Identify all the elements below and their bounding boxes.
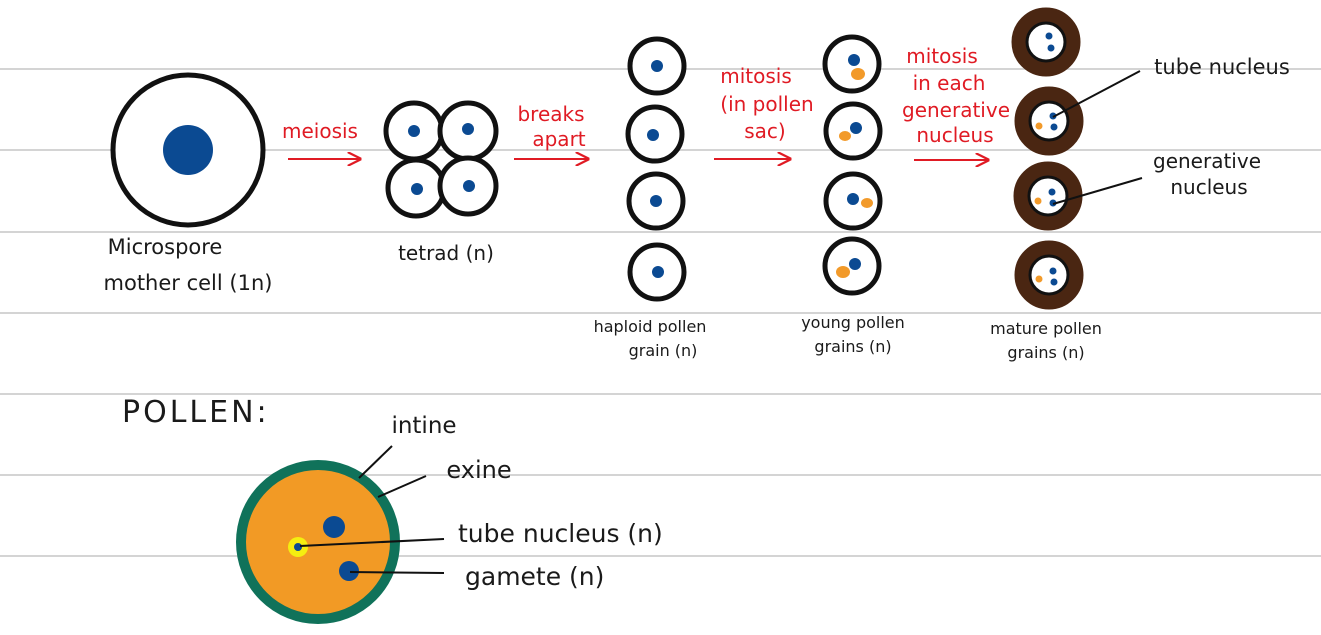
generative-label-2: nucleus	[1170, 175, 1247, 199]
mother-cell-label-2: mother cell (1n)	[104, 271, 273, 295]
mitosis1-label-1: mitosis	[720, 64, 792, 88]
mother-cell-label-1: Microspore	[108, 235, 223, 259]
tetrad	[383, 100, 499, 219]
microspore-mother-cell	[110, 72, 266, 228]
haploid-label-1: haploid pollen	[594, 317, 707, 336]
generative-nucleus-leader	[1052, 177, 1143, 205]
young-label-1: young pollen	[801, 313, 905, 332]
gamete-label: gamete (n)	[465, 562, 604, 591]
tube-nucleus-pollen-leader	[299, 538, 445, 547]
mature-label-2: grains (n)	[1007, 343, 1084, 362]
intine-label: intine	[391, 413, 456, 439]
gamete-leader	[349, 571, 445, 574]
exine-leader	[377, 475, 427, 498]
tetrad-label: tetrad (n)	[398, 241, 494, 265]
haploid-pollen-grains	[625, 36, 687, 302]
exine-label: exine	[446, 456, 511, 484]
mature-pollen-grains	[1011, 7, 1084, 310]
intine-leader	[358, 445, 393, 479]
breaks-label-2: apart	[532, 127, 585, 151]
mitosis1-label-3: sac)	[744, 119, 785, 143]
mitosis2-label-4: nucleus	[916, 123, 993, 147]
mitosis2-label-1: mitosis	[906, 44, 978, 68]
young-label-2: grains (n)	[814, 337, 891, 356]
meiosis-label: meiosis	[282, 119, 358, 143]
tube-nucleus-label: tube nucleus	[1154, 55, 1290, 79]
mitosis2-label-2: in each	[913, 71, 986, 95]
haploid-label-2: grain (n)	[629, 341, 698, 360]
breaks-label-1: breaks	[517, 102, 584, 126]
mitosis2-label-3: generative	[902, 98, 1010, 122]
tube-nucleus-leader	[1052, 70, 1141, 118]
tube-nucleus-pollen-label: tube nucleus (n)	[458, 519, 663, 548]
pollen-heading: POLLEN:	[122, 395, 270, 430]
generative-label-1: generative	[1153, 149, 1261, 173]
mature-label-1: mature pollen	[990, 319, 1102, 338]
mitosis1-label-2: (in pollen	[720, 92, 813, 116]
young-pollen-grains	[822, 34, 883, 296]
